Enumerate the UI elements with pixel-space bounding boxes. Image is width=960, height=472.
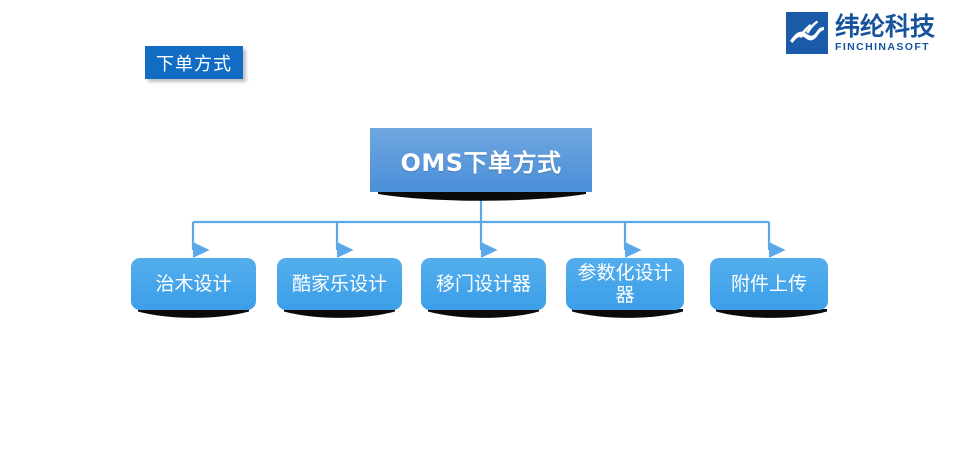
- node-leaf-label: 酷家乐设计: [291, 272, 387, 295]
- node-leaf-canshu[interactable]: 参数化设计器: [566, 258, 684, 310]
- leaf-node-shadow: [284, 309, 395, 323]
- logo-wave-mark-icon: [786, 12, 828, 54]
- leaf-node-shadow: [572, 309, 683, 323]
- leaf-node-shadow: [428, 309, 539, 323]
- logo-wordmark: 纬纶科技 FINCHINASOFT: [835, 14, 935, 53]
- node-leaf-yimen[interactable]: 移门设计器: [421, 258, 546, 310]
- node-root-label: OMS下单方式: [400, 148, 562, 177]
- node-leaf-label: 治木设计: [155, 272, 232, 295]
- node-root-oms[interactable]: OMS下单方式: [370, 128, 592, 192]
- root-node-shadow: [378, 191, 586, 207]
- logo-english-name: FINCHINASOFT: [835, 40, 930, 53]
- node-leaf-label: 附件上传: [730, 272, 807, 295]
- company-logo: 纬纶科技 FINCHINASOFT: [786, 12, 935, 54]
- node-leaf-label: 参数化设计器: [577, 261, 673, 306]
- node-leaf-label: 移门设计器: [435, 272, 531, 295]
- logo-chinese-name: 纬纶科技: [835, 11, 936, 41]
- section-title-label: 下单方式: [156, 53, 232, 75]
- node-leaf-fujian[interactable]: 附件上传: [710, 258, 828, 310]
- node-leaf-zhimu[interactable]: 治木设计: [131, 258, 256, 310]
- leaf-node-shadow: [138, 309, 249, 323]
- section-title-badge: 下单方式: [145, 46, 243, 79]
- leaf-node-shadow: [716, 309, 827, 323]
- node-leaf-kujiale[interactable]: 酷家乐设计: [277, 258, 402, 310]
